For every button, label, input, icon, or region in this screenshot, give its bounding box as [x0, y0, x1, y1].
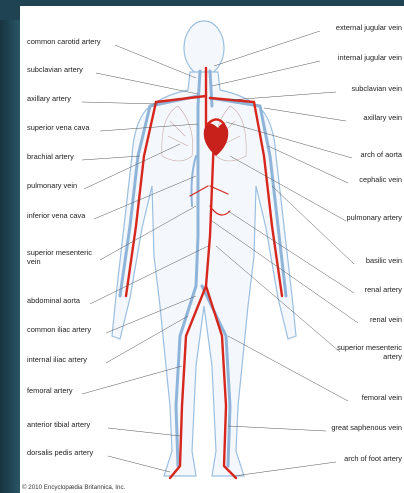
label-r7: pulmonary artery: [334, 213, 402, 222]
label-l7: inferior vena cava: [27, 211, 85, 220]
label-r14: arch of foot artery: [344, 454, 402, 463]
body-outline: [112, 21, 296, 476]
label-r5: arch of aorta: [361, 150, 403, 159]
circulatory-diagram-panel: common carotid artery subclavian artery ax…: [20, 6, 404, 493]
label-l10: common iliac artery: [27, 325, 91, 334]
label-l14: dorsalis pedis artery: [27, 448, 107, 457]
label-r11: superior mesenteric artery: [334, 343, 402, 361]
label-l12: femoral artery: [27, 386, 73, 395]
label-r2: internal jugular vein: [338, 53, 402, 62]
label-l5: brachial artery: [27, 152, 74, 161]
label-l2: subclavian artery: [27, 65, 83, 74]
label-l1: common carotid artery: [27, 37, 107, 46]
copyright-credit: © 2010 Encyclopædia Britannica, Inc.: [22, 484, 125, 491]
slide-frame-left: [0, 0, 20, 493]
label-l6: pulmonary vein: [27, 181, 77, 190]
label-r9: renal artery: [365, 285, 402, 294]
label-r3: subclavian vein: [351, 84, 402, 93]
label-r6: cephalic vein: [359, 175, 402, 184]
label-r12: femoral vein: [362, 393, 402, 402]
label-l3: axillary artery: [27, 94, 71, 103]
label-r13: great saphenous vein: [331, 423, 402, 432]
label-r10: renal vein: [370, 315, 402, 324]
label-l13: anterior tibial artery: [27, 420, 107, 429]
label-r4: axillary vein: [363, 113, 402, 122]
label-l8: superior mesenteric vein: [27, 248, 107, 266]
label-r1: external jugular vein: [336, 23, 402, 32]
label-l9: abdominal aorta: [27, 296, 80, 305]
label-l4: superior vena cava: [27, 123, 89, 132]
label-r8: basilic vein: [366, 256, 402, 265]
label-l11: internal iliac artery: [27, 355, 107, 364]
